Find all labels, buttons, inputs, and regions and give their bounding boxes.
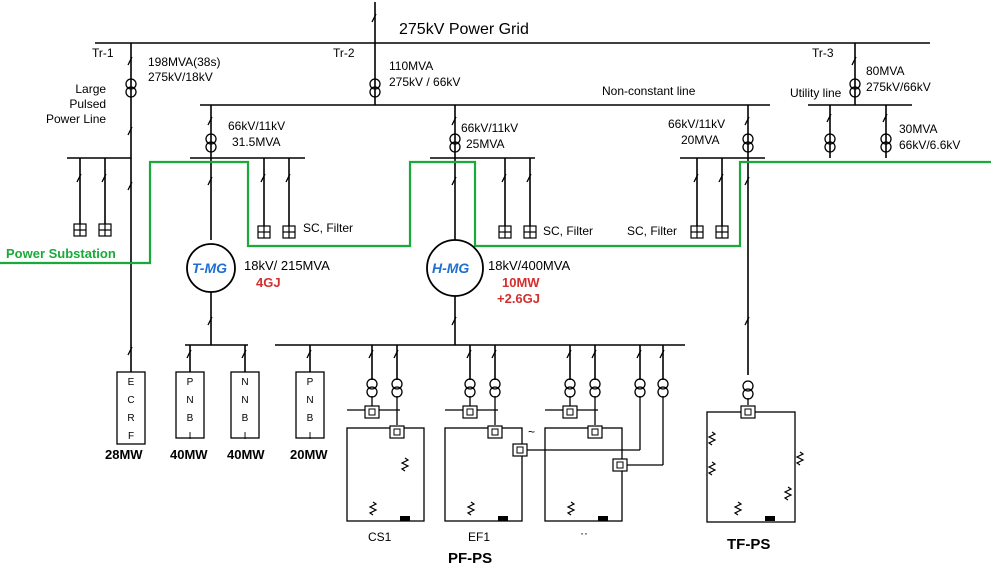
tr2-name: Tr-2 — [333, 46, 355, 60]
non-constant-label: Non-constant line — [602, 84, 696, 98]
sub-mid-b: 25MVA — [466, 137, 505, 151]
tr3-rating-b: 275kV/66kV — [866, 80, 931, 94]
grid-title: 275kV Power Grid — [399, 21, 529, 38]
utility-line-label: Utility line — [790, 86, 842, 100]
tmg-name: T-MG — [192, 260, 227, 276]
hmg-rating: 18kV/400MVA — [488, 258, 571, 273]
power-substation-line — [0, 160, 991, 265]
tmg-rating: 18kV/ 215MVA — [244, 258, 330, 273]
tr3-name: Tr-3 — [812, 46, 834, 60]
hmg-generator — [426, 239, 484, 297]
pnbi2-power: 20MW — [290, 447, 328, 462]
tf-ps-title: TF-PS — [727, 536, 771, 553]
tmg-generator — [186, 243, 236, 293]
sub-util-a: 30MVA — [899, 122, 938, 136]
nnbi-box — [230, 371, 260, 439]
sub-right-b: 20MVA — [681, 133, 720, 147]
tmg-energy: 4GJ — [256, 275, 281, 290]
power-substation-label: Power Substation — [6, 246, 116, 261]
pnbi1-power: 40MW — [170, 447, 208, 462]
hmg-energy-b: +2.6GJ — [497, 291, 541, 306]
sc-filter-label-right: SC, Filter — [627, 224, 678, 238]
sub-left-a: 66kV/11kV — [228, 119, 286, 133]
tr1-rating-a: 198MVA(38s) — [148, 55, 221, 69]
tr3-rating-a: 80MVA — [866, 64, 905, 78]
ecrf-power: 28MW — [105, 447, 143, 462]
pnbi2-box — [295, 371, 325, 439]
sc-filter-label-mid: SC, Filter — [543, 224, 594, 238]
sub-left-b: 31.5MVA — [232, 135, 281, 149]
coil-more: ·· — [580, 526, 588, 540]
sc-filter-label-left: SC, Filter — [303, 221, 354, 235]
coil-cs1: CS1 — [368, 530, 392, 544]
ecrf-box — [116, 371, 146, 445]
tr2-rating-b: 275kV / 66kV — [389, 75, 461, 89]
nnbi-power: 40MW — [227, 447, 265, 462]
tr1-name: Tr-1 — [92, 46, 114, 60]
sub-mid-a: 66kV/11kV — [461, 121, 519, 135]
sub-util-b: 66kV/6.6kV — [899, 138, 961, 152]
sub-right-a: 66kV/11kV — [668, 117, 726, 131]
pf-ps-title: PF-PS — [448, 550, 493, 567]
pf-tilde: ~ — [528, 425, 536, 439]
pnbi1-box — [175, 371, 205, 439]
tr1-rating-b: 275kV/18kV — [148, 70, 213, 84]
hmg-energy-a: 10MW — [502, 275, 540, 290]
hmg-name: H-MG — [432, 260, 470, 276]
large-pulsed-label: Large Pulsed Power Line — [46, 82, 107, 126]
coil-ef1: EF1 — [468, 530, 491, 544]
tr2-rating-a: 110MVA — [389, 59, 434, 73]
